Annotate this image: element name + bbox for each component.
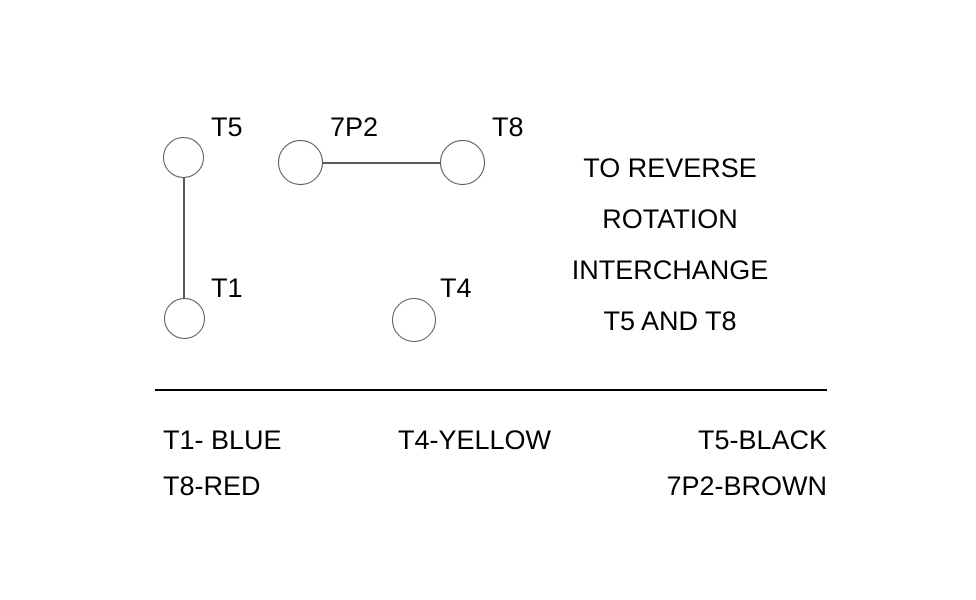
terminal-label-t8: T8 bbox=[492, 112, 524, 142]
instruction-line-2: ROTATION bbox=[602, 204, 738, 234]
legend-divider bbox=[155, 389, 827, 391]
instruction-line-4: T5 AND T8 bbox=[603, 306, 737, 336]
legend-column-middle: T4-YELLOW bbox=[398, 417, 551, 463]
legend-item-t5: T5-BLACK bbox=[697, 425, 827, 455]
legend-column-left: T1- BLUE T8-RED bbox=[163, 417, 282, 509]
legend-item-t4: T4-YELLOW bbox=[398, 425, 552, 455]
terminal-node-t5[interactable] bbox=[163, 137, 204, 178]
terminal-label-t5: T5 bbox=[211, 112, 243, 142]
terminal-label-t1: T1 bbox=[211, 273, 243, 303]
terminal-label-7p2: 7P2 bbox=[330, 112, 379, 142]
instruction-line-3: INTERCHANGE bbox=[571, 255, 769, 285]
legend-column-right: T5-BLACK 7P2-BROWN bbox=[666, 417, 827, 509]
legend-item-t8: T8-RED bbox=[163, 471, 261, 501]
terminal-node-7p2[interactable] bbox=[278, 140, 323, 185]
terminal-node-t1[interactable] bbox=[164, 298, 205, 339]
legend-item-7p2: 7P2-BROWN bbox=[666, 471, 827, 501]
wire-t5-to-t1 bbox=[183, 177, 185, 299]
terminal-node-t8[interactable] bbox=[440, 140, 485, 185]
terminal-node-t4[interactable] bbox=[392, 298, 436, 342]
wire-7p2-to-t8 bbox=[322, 162, 441, 164]
reverse-rotation-note: TO REVERSE ROTATION INTERCHANGE T5 AND T… bbox=[533, 143, 807, 347]
terminal-label-t4: T4 bbox=[440, 273, 472, 303]
legend-item-t1: T1- BLUE bbox=[163, 425, 282, 455]
instruction-line-1: TO REVERSE bbox=[583, 153, 757, 183]
